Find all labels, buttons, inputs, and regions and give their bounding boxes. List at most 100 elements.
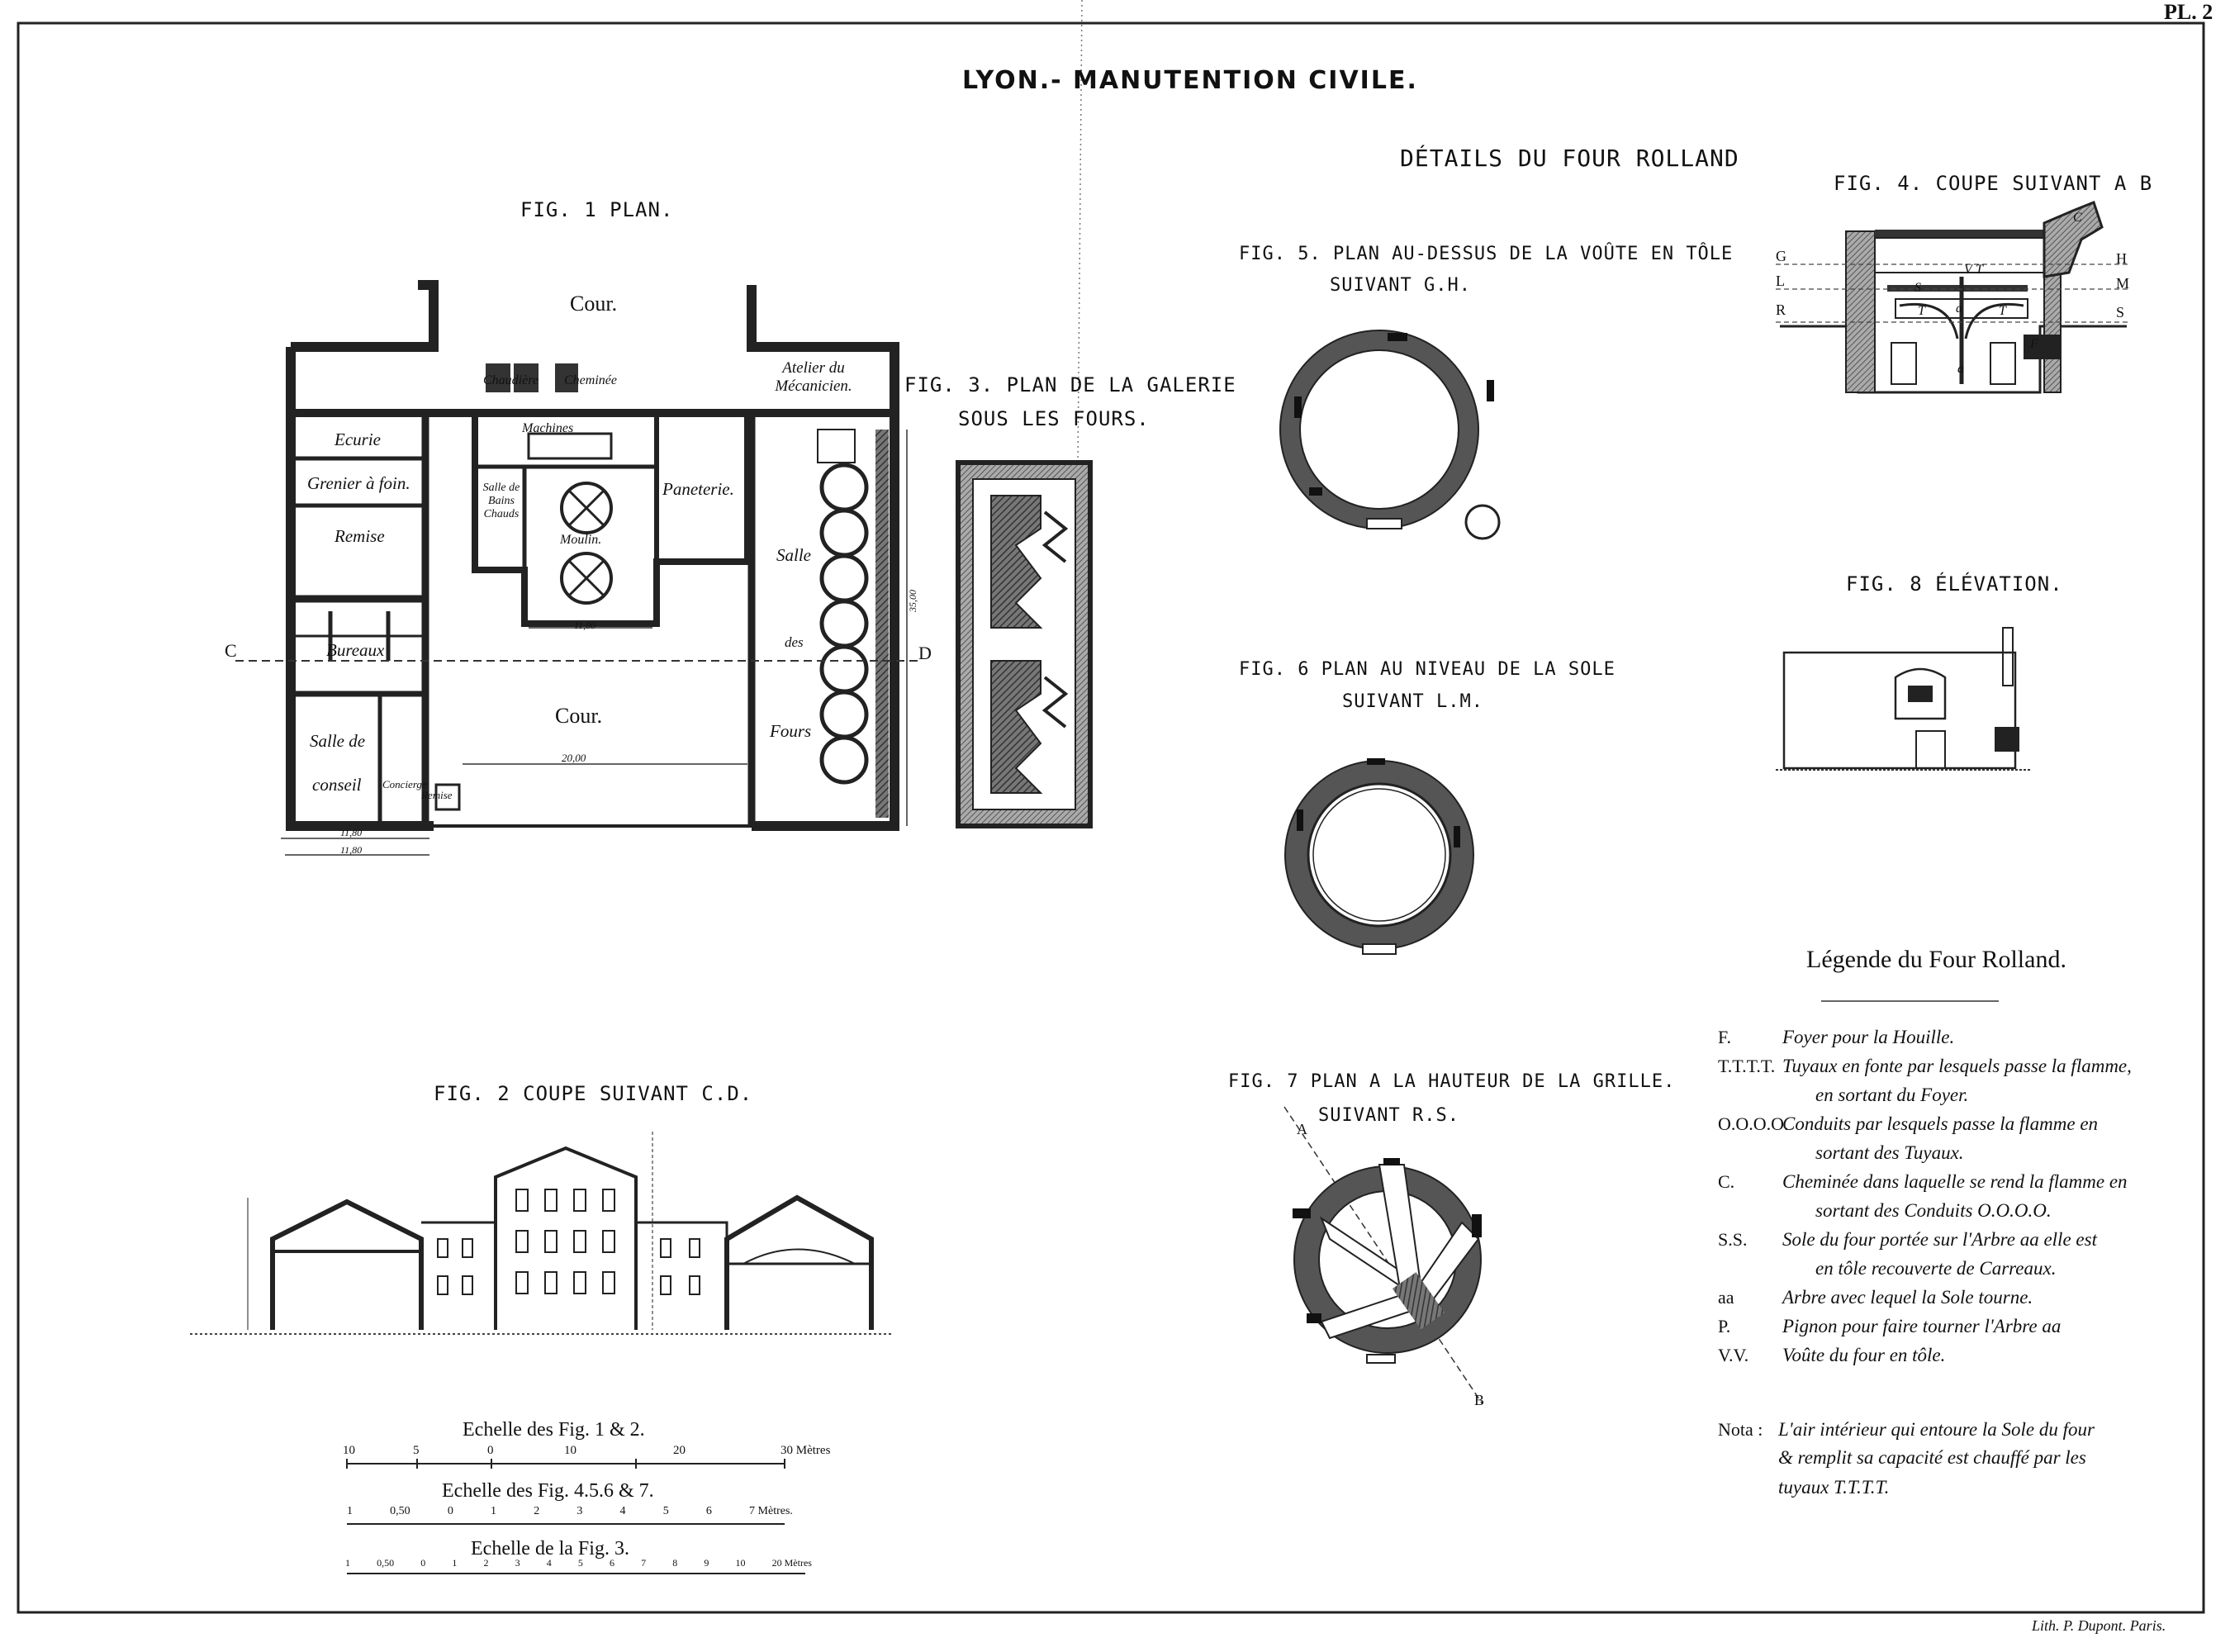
legend-row: P. Pignon pour faire tourner l'Arbre aa [1718,1316,2180,1345]
plate-number: PL. 2 [2164,0,2213,24]
scale-1-t5: 30 Mètres [780,1444,831,1457]
scale-1-t4: 20 [673,1444,686,1457]
fig4-mark-f: F [2030,337,2038,351]
fig1-ecurie: Ecurie [334,430,381,449]
scale-3-ticks: 1 0,50 0 1 2 3 4 5 6 7 8 9 10 20 Mètres [345,1557,812,1569]
printer-imprint: Lith. P. Dupont. Paris. [2032,1617,2166,1634]
legend-row: S.S.Sole du four portée sur l'Arbre aa e… [1718,1229,2180,1258]
legend-text: en tôle recouverte de Carreaux. [1815,1258,2057,1279]
scale-2-t9: 7 Mètres. [749,1505,793,1517]
fig1-cour-top: Cour. [570,292,618,316]
fig1-chaudiere: Chaudière [483,373,539,387]
plate-title: LYON.- MANUTENTION CIVILE. [962,66,1418,95]
fig1-cheminee: Cheminée [564,373,617,387]
plate-border [17,21,2205,1614]
fig4-mark-r: R [1776,301,1786,318]
legend-row: T.T.T.T.Tuyaux en fonte par lesquels pas… [1718,1056,2180,1085]
fig2-coupe [190,1132,892,1335]
legend-key: V.V. [1718,1345,1749,1365]
legend-key: P. [1718,1316,1731,1336]
fig3-galerie [956,460,1093,828]
fig7-mark-b: B [1474,1392,1485,1408]
scale-3-t10: 8 [672,1557,678,1569]
fig8-elevation [1776,627,2032,771]
fig1-salle-conseil-1: Salle de [310,731,366,751]
fig7-title-2: SUIVANT R.S. [1318,1105,1459,1126]
fig4-mark-s: S [2116,304,2125,320]
scale-1-t3: 10 [564,1444,576,1457]
four-rolland-title: DÉTAILS DU FOUR ROLLAND [1400,145,1739,172]
fig4-mark-c: C [2073,211,2082,225]
scale-1-t2: 0 [487,1444,494,1457]
oven-circles [819,463,869,785]
scale-2-t2: 0 [447,1505,453,1517]
fig4-mark-t2: T [1999,304,2006,318]
fig1-salle-fours-3: Fours [770,721,812,741]
legend-text: sortant des Tuyaux. [1815,1142,1964,1163]
fig1-dim-4: 11,80 [340,844,363,856]
scale-3-t5: 3 [515,1557,520,1569]
scale-1-title: Echelle des Fig. 1 & 2. [463,1419,645,1441]
fig1-remise2: Remise [421,789,453,801]
fig6-title-1: FIG. 6 PLAN AU NIVEAU DE LA SOLE [1239,659,1616,680]
legend-key: F. [1718,1027,1731,1047]
fig6-title-2: SUIVANT L.M. [1342,691,1483,712]
fig4-mark-v: V [1964,263,1972,277]
scale-3-t12: 10 [735,1557,746,1569]
legend-text: Voûte du four en tôle. [1782,1345,1946,1365]
scale-3-t6: 4 [546,1557,552,1569]
scale-3-t8: 6 [610,1557,614,1569]
legend-text: Arbre avec lequel la Sole tourne. [1782,1287,2033,1308]
legend-text: Foyer pour la Houille. [1782,1027,1955,1047]
scale-3-t9: 7 [641,1557,647,1569]
fig6-plan-sole [1284,758,1474,955]
legend-key: O.O.O.O. [1718,1113,1789,1134]
fig4-mark-h: H [2116,250,2127,267]
legend-row: en tôle recouverte de Carreaux. [1718,1258,2180,1287]
fig7-plan-grille [1283,1106,1483,1405]
fig1-dim-1: 11,00 [574,620,596,631]
fig2-title: FIG. 2 COUPE SUIVANT C.D. [434,1082,753,1105]
legend-row: sortant des Tuyaux. [1718,1142,2180,1171]
legend-row: en sortant du Foyer. [1718,1085,2180,1113]
scale-2-ticks: 1 0,50 0 1 2 3 4 5 6 7 Mètres. [347,1505,793,1518]
fig4-mark-a2: a [1957,362,1964,376]
scale-3-t2: 0 [420,1557,426,1569]
legend-text: Conduits par lesquels passe la flamme en [1782,1113,2099,1134]
scale-1-t1: 5 [413,1444,420,1457]
fig1-salle-fours-1: Salle [776,545,811,565]
legend-text: en sortant du Foyer. [1815,1085,1969,1105]
legend-nota-3: tuyaux T.T.T.T. [1778,1477,1890,1498]
legend-row: V.V. Voûte du four en tôle. [1718,1345,2180,1374]
fig1-paneterie: Paneterie. [662,479,734,499]
legend-row: C.Cheminée dans laquelle se rend la flam… [1718,1171,2180,1200]
scale-3-t7: 5 [577,1557,583,1569]
fig1-grenier: Grenier à foin. [307,473,410,493]
fig1-salle-fours-2: des [785,634,804,650]
legend-text: Pignon pour faire tourner l'Arbre aa [1782,1316,2062,1336]
fig1-dim-2: 20,00 [562,752,586,764]
scale-1-t0: 10 [343,1444,355,1457]
fig1-dim-3: 11,80 [340,827,363,838]
fig1-section-d: D [918,643,932,663]
legend-title: Légende du Four Rolland. [1806,946,2066,973]
fig1-salle-bains: Salle de Bains Chauds [482,482,520,520]
fig4-mark-a1: a [1956,301,1962,316]
legend-key: S.S. [1718,1229,1748,1250]
fig5-title-2: SUIVANT G.H. [1330,275,1471,296]
fig1-title: FIG. 1 PLAN. [520,198,674,221]
fig1-atelier: Atelier du Mécanicien. [775,359,852,395]
legend-list: F. Foyer pour la Houille. T.T.T.T.Tuyaux e… [1718,1027,2180,1374]
fig1-machines: Machines [522,421,574,435]
scale-2-t8: 6 [705,1505,712,1517]
scale-2-t4: 2 [534,1505,540,1517]
legend-nota-key: Nota : [1718,1419,1763,1440]
scale-3-t13: 20 Mètres [771,1557,812,1569]
fig7-title-1: FIG. 7 PLAN A LA HAUTEUR DE LA GRILLE. [1228,1071,1676,1092]
scale-3-t0: 1 [345,1557,350,1569]
legend-row: sortant des Conduits O.O.O.O. [1718,1200,2180,1229]
fig1-cour-center: Cour. [555,704,603,728]
scale-2-t0: 1 [347,1505,353,1517]
